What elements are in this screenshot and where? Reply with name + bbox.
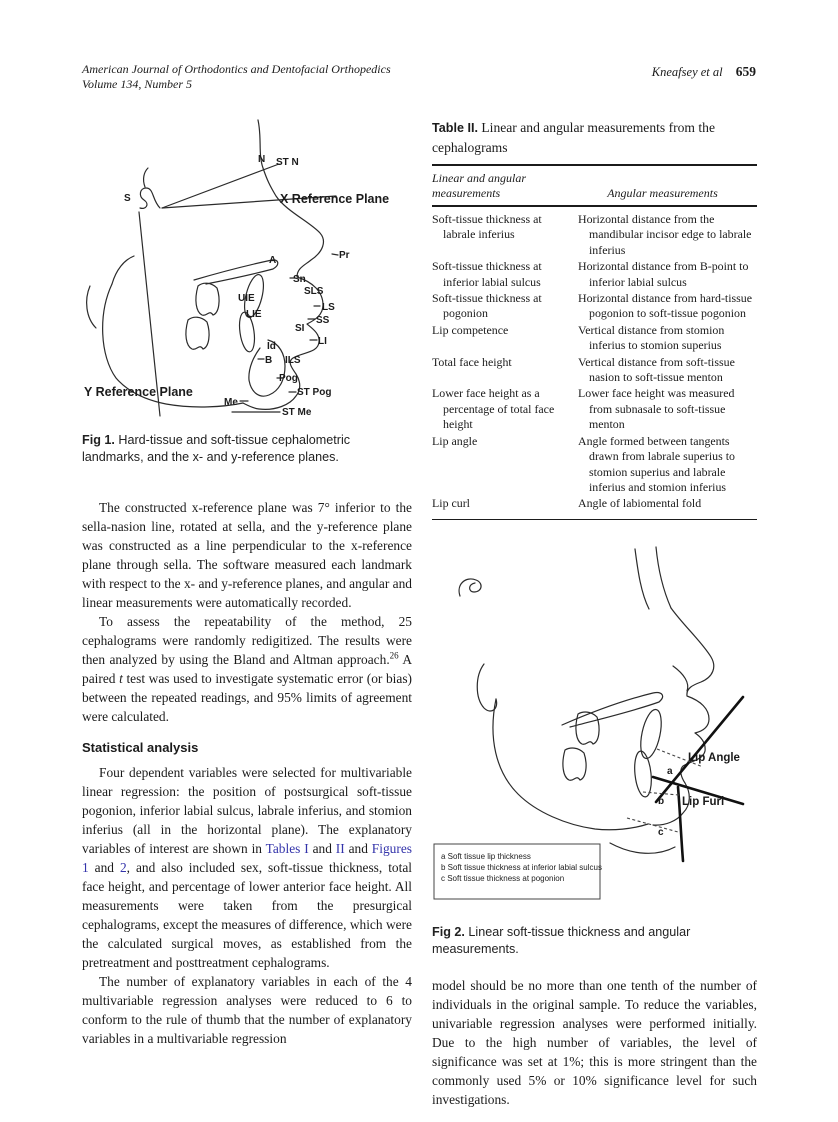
fig1-label-li: LI <box>318 336 327 347</box>
journal-volume: Volume 134, Number 5 <box>82 77 192 91</box>
lip-furl-line <box>676 785 685 863</box>
fig1-caption: Fig 1. Hard-tissue and soft-tissue cepha… <box>82 432 412 466</box>
paragraph-regression: Four dependent variables were selected f… <box>82 765 412 970</box>
table-cell: Angle formed between tangents drawn from… <box>578 433 735 494</box>
fig1-label-pr: Pr <box>339 250 350 261</box>
fig1-label-b: B <box>265 355 272 366</box>
legend-line-b: b Soft tissue thickness at inferior labi… <box>441 863 602 872</box>
xref-table-2[interactable]: II <box>335 841 345 856</box>
fig1-label-n: N <box>258 154 265 165</box>
left-column: N ST N S X Reference Plane A Pr Sn SLS U… <box>82 116 412 1048</box>
table2-header-row: Linear and angular measurements Angular … <box>432 164 757 207</box>
citation-ref-26: 26 <box>389 650 399 661</box>
fig1-label-stme: ST Me <box>282 407 312 418</box>
table-row: Lip competence Vertical distance from st… <box>432 323 757 354</box>
table-cell: Soft-tissue thickness at pogonion <box>432 291 542 321</box>
table-2: Table II. Linear and angular measurement… <box>432 118 757 520</box>
fig1-label-stn: ST N <box>276 157 299 168</box>
table-cell: Vertical distance from stomion inferius … <box>578 322 725 353</box>
xref-tables-1[interactable]: Tables I <box>265 841 309 856</box>
fig2-label-b: b <box>658 796 664 807</box>
figure-2: Lip Angle Lip Furl a b c a Soft tissue l… <box>432 546 757 958</box>
fig1-label-a: A <box>269 255 276 266</box>
table2-title-label: Table II. <box>432 121 478 135</box>
table2-col2-header: Angular measurements <box>607 185 718 200</box>
table-cell: Horizontal distance from the mandibular … <box>578 212 752 257</box>
table-cell: Lip curl <box>432 496 470 511</box>
section-heading-statistical-analysis: Statistical analysis <box>82 740 199 755</box>
table-cell: Lower face height was measured from subn… <box>578 386 735 432</box>
paragraph-significance: model should be no more than one tenth o… <box>432 977 757 1107</box>
table-row: Soft-tissue thickness at pogonion Horizo… <box>432 291 757 322</box>
legend-line-a: a Soft tissue lip thickness <box>441 852 531 861</box>
table-cell: Soft-tissue thickness at inferior labial… <box>432 259 542 289</box>
fig2-label-lip-angle: Lip Angle <box>688 752 740 764</box>
table2-body: Soft-tissue thickness at labrale inferiu… <box>432 207 757 520</box>
table-row: Total face height Vertical distance from… <box>432 355 757 386</box>
table-cell: Total face height <box>432 354 512 369</box>
lip-angle-tangent-line <box>654 695 745 804</box>
fig2-legend: a Soft tissue lip thickness b Soft tissu… <box>433 843 602 900</box>
fig1-label-lie: LIE <box>246 309 262 320</box>
fig1-label-me: Me <box>224 397 238 408</box>
fig2-label-c: c <box>658 827 664 838</box>
left-column-text: The constructed x-reference plane was 7°… <box>82 498 412 1048</box>
paragraph-xref-plane: The constructed x-reference plane was 7°… <box>82 500 412 610</box>
t-test-italic: t <box>119 671 123 686</box>
table-cell: Lower face height as a percentage of tot… <box>432 386 555 432</box>
table-cell: Angle of labiomental fold <box>578 496 702 511</box>
fig1-label-x-plane: X Reference Plane <box>280 192 389 206</box>
legend-line-c: c Soft tissue thickness at pogonion <box>441 874 564 883</box>
paragraph-repeatability: To assess the repeatability of the metho… <box>82 614 413 724</box>
table-cell: Vertical distance from soft-tissue nasio… <box>578 354 735 385</box>
fig1-label-ils: ILS <box>285 355 301 366</box>
table-cell: Horizontal distance from hard-tissue pog… <box>578 291 753 321</box>
fig2-caption-label: Fig 2. <box>432 924 465 939</box>
table2-col1-header: Linear and angular measurements <box>432 171 527 200</box>
fig2-label-a: a <box>667 766 673 777</box>
table-row: Soft-tissue thickness at labrale inferiu… <box>432 212 757 258</box>
paragraph-variables-reduced: The number of explanatory variables in e… <box>82 974 412 1046</box>
table-row: Lower face height as a percentage of tot… <box>432 386 757 432</box>
xref-figure-2[interactable]: 2 <box>119 860 127 875</box>
figure-1: N ST N S X Reference Plane A Pr Sn SLS U… <box>82 116 412 466</box>
table-cell: Lip angle <box>432 433 478 448</box>
fig1-label-ls: LS <box>322 302 335 313</box>
page-number: 659 <box>735 64 756 79</box>
running-authors: Kneafsey et al <box>651 65 723 79</box>
fig1-caption-label: Fig 1. <box>82 433 115 447</box>
table-row: Soft-tissue thickness at inferior labial… <box>432 259 757 290</box>
fig1-cephalometric-drawing: N ST N S X Reference Plane A Pr Sn SLS U… <box>84 119 389 418</box>
fig1-label-id: Id <box>267 341 276 352</box>
fig1-label-sls: SLS <box>304 286 324 297</box>
table2-title: Table II. Linear and angular measurement… <box>432 120 716 155</box>
fig2-soft-tissue-drawing: Lip Angle Lip Furl a b c a Soft tissue l… <box>433 546 745 900</box>
fig1-label-sn: Sn <box>293 274 306 285</box>
table-row: Lip angle Angle formed between tangents … <box>432 434 757 496</box>
fig1-caption-text: Hard-tissue and soft-tissue cephalometri… <box>82 433 351 464</box>
fig1-label-y-plane: Y Reference Plane <box>84 385 193 399</box>
fig1-label-stpog: ST Pog <box>297 387 331 398</box>
running-header-right: Kneafsey et al 659 <box>652 64 756 80</box>
table-cell: Lip competence <box>432 322 509 337</box>
journal-title: American Journal of Orthodontics and Den… <box>82 62 391 76</box>
fig2-caption-text: Linear soft-tissue thickness and angular… <box>432 924 691 956</box>
running-header-left: American Journal of Orthodontics and Den… <box>82 62 502 92</box>
lip-angle-tangent-line2 <box>651 775 745 806</box>
fig1-label-pog: Pog <box>279 373 298 384</box>
table-cell: Horizontal distance from B-point to infe… <box>578 259 749 289</box>
right-column: Table II. Linear and angular measurement… <box>432 118 757 1109</box>
table-row: Lip curl Angle of labiomental fold <box>432 496 757 511</box>
fig1-label-uie: UIE <box>238 293 255 304</box>
fig2-label-lip-furl: Lip Furl <box>682 796 724 808</box>
fig1-label-ss: SS <box>316 315 330 326</box>
fig1-label-s: S <box>124 193 131 204</box>
xref-figure-1[interactable]: Figures 1 <box>82 841 412 875</box>
table-cell: Soft-tissue thickness at labrale inferiu… <box>432 212 542 242</box>
fig2-caption: Fig 2. Linear soft-tissue thickness and … <box>432 924 757 958</box>
fig1-label-si: SI <box>295 323 305 334</box>
